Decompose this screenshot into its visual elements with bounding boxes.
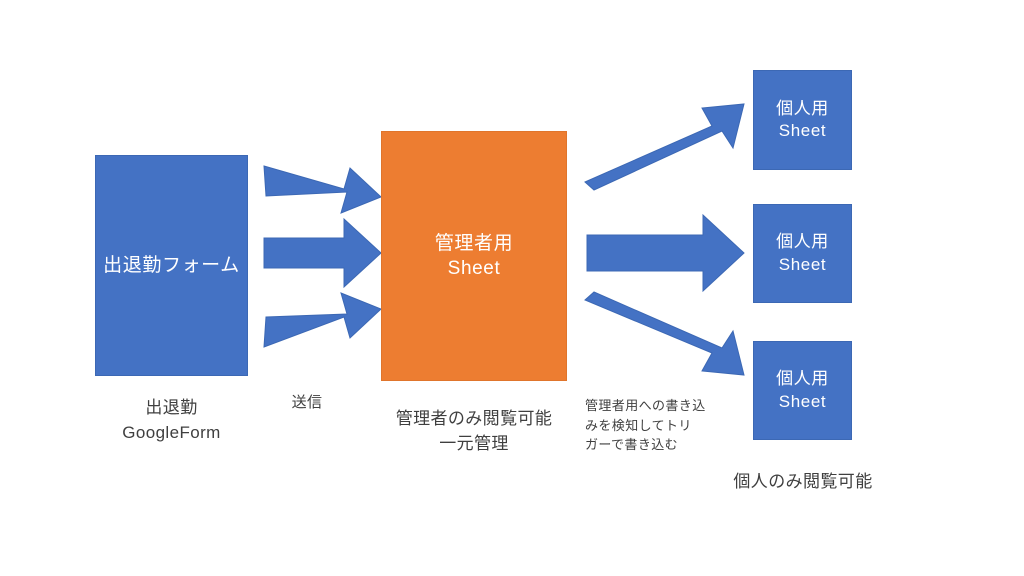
edge-label-trigger: 管理者用への書き込 みを検知してトリ ガーで書き込む <box>585 398 706 452</box>
edge-label-submit: 送信 <box>291 394 323 411</box>
node-personal-sheet-3-label: 個人用 Sheet <box>776 369 829 411</box>
arrow-admin-to-personal-middle-icon <box>586 213 745 293</box>
node-admin-sheet[interactable]: 管理者用 Sheet <box>381 131 567 381</box>
arrow-admin-to-personal-bottom-icon <box>584 291 745 376</box>
node-personal-sheet-2[interactable]: 個人用 Sheet <box>753 204 852 303</box>
arrow-form-to-admin-top-icon <box>263 165 382 214</box>
arrow-form-to-admin-bottom-icon <box>263 292 382 348</box>
caption-admin-sheet: 管理者のみ閲覧可能 一元管理 <box>395 409 553 453</box>
node-attendance-form-label: 出退勤フォーム <box>103 254 240 276</box>
caption-personal-sheets: 個人のみ閲覧可能 <box>733 472 873 491</box>
node-personal-sheet-1-label: 個人用 Sheet <box>776 98 829 140</box>
caption-attendance-form: 出退勤 GoogleForm <box>122 398 221 442</box>
node-admin-sheet-label: 管理者用 Sheet <box>434 232 514 279</box>
node-attendance-form[interactable]: 出退勤フォーム <box>95 155 248 376</box>
arrow-admin-to-personal-top-icon <box>584 103 745 191</box>
node-personal-sheet-2-label: 個人用 Sheet <box>776 232 829 274</box>
node-personal-sheet-3[interactable]: 個人用 Sheet <box>753 341 852 440</box>
node-personal-sheet-1[interactable]: 個人用 Sheet <box>753 70 852 170</box>
arrow-form-to-admin-middle-icon <box>263 217 382 289</box>
